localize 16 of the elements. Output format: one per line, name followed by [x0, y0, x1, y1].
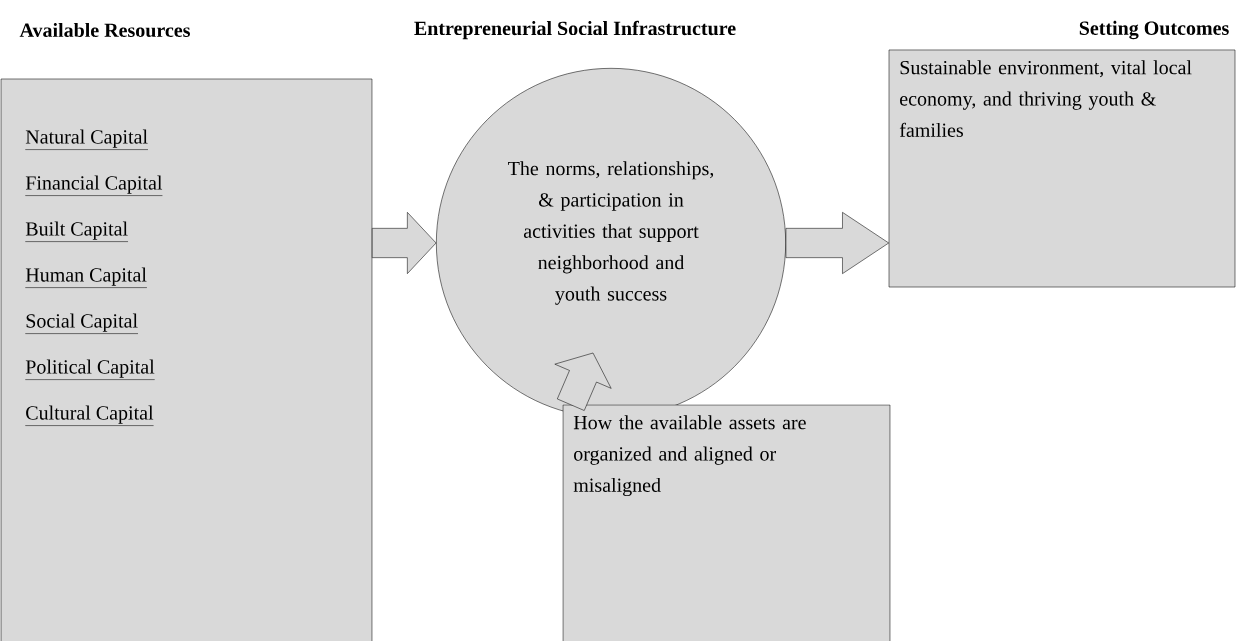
capital-item: Human Capital [25, 267, 148, 288]
box-text: Sustainable environment, vital local economy, and thriving youth & families [899, 60, 1192, 137]
box-text: How the available assets are organized and aligned or misaligned [573, 415, 806, 497]
capital-item: Political Capital [25, 359, 155, 380]
capital-item: Built Capital [25, 221, 129, 242]
column-heading: Entrepreneurial Social Infrastructure [414, 20, 736, 40]
capital-item: Social Capital [25, 313, 139, 334]
capital-item: Natural Capital [25, 129, 149, 150]
block-arrow [554, 352, 612, 411]
block-arrow [371, 212, 437, 274]
column-heading: Setting Outcomes [1079, 20, 1229, 40]
capital-item: Cultural Capital [25, 405, 154, 426]
column-heading: Available Resources [19, 22, 190, 38]
circle-text: The norms, relationships, & participation in activities that support neighborhood and youth success [508, 161, 714, 305]
capital-item: Financial Capital [25, 175, 163, 196]
block-arrow [785, 212, 889, 274]
